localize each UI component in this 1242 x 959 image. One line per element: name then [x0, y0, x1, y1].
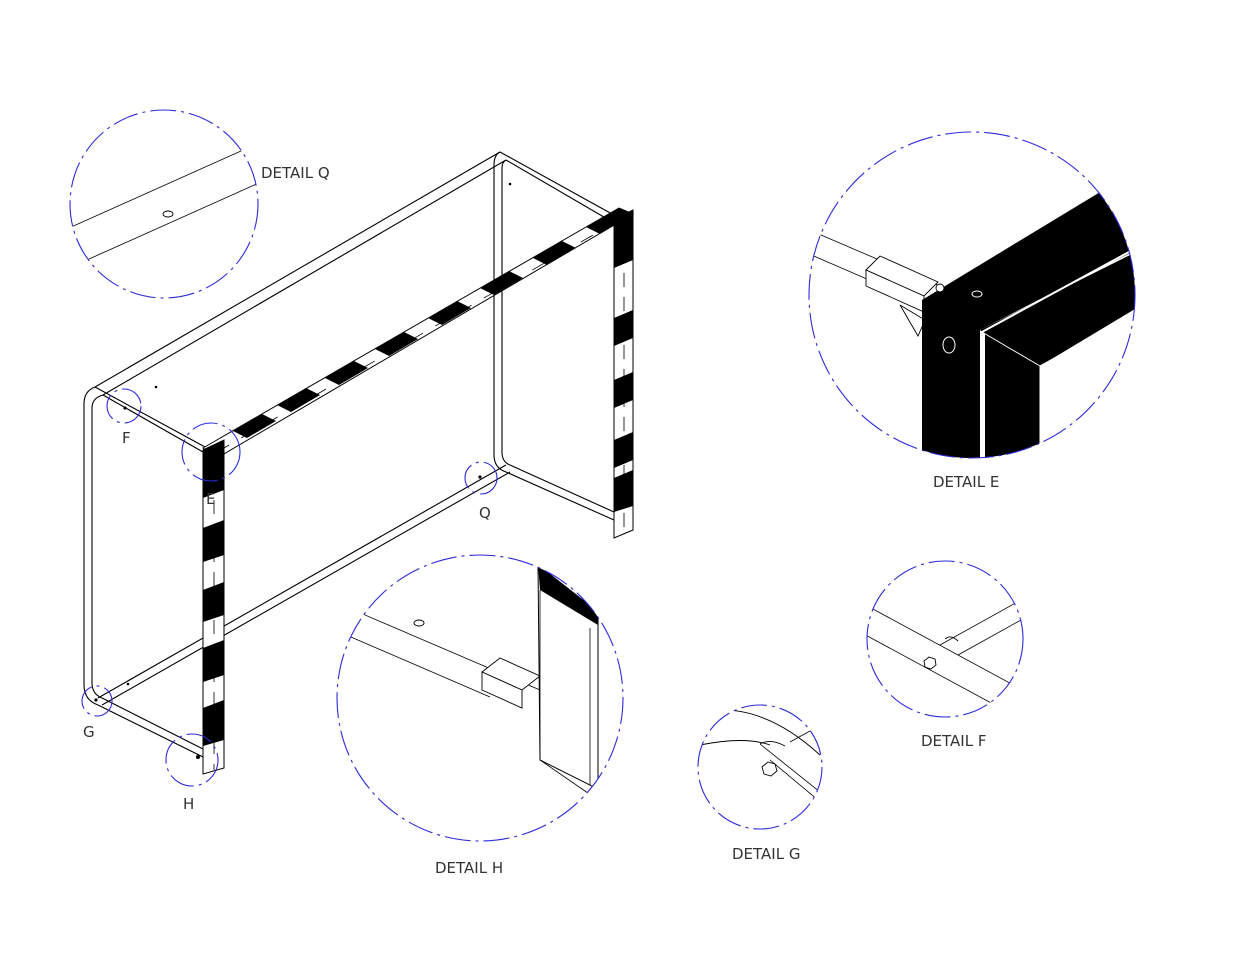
callout-circles [81, 388, 498, 787]
back-top-rail [94, 151, 507, 396]
callout-circle-f[interactable] [106, 388, 142, 424]
callout-circle-g[interactable] [81, 685, 113, 717]
right-top-side-rail [499, 151, 613, 221]
bolt-dots [94, 182, 512, 759]
detail-circle-f [866, 560, 1024, 718]
detail-label-e: DETAIL E [933, 473, 999, 491]
callout-circle-e[interactable] [181, 422, 241, 482]
left-front-post [202, 439, 225, 775]
callout-label-h: H [183, 795, 194, 813]
front-crossbar [202, 207, 635, 459]
callout-label-g: G [83, 723, 95, 741]
detail-q: DETAIL Q [69, 109, 330, 299]
left-back-upright [83, 386, 104, 706]
detail-circle-e [808, 131, 1136, 459]
goal-frame [83, 151, 635, 775]
detail-e: DETAIL E [808, 131, 1136, 491]
detail-label-q: DETAIL Q [261, 164, 330, 182]
callout-circle-q[interactable] [464, 461, 498, 495]
detail-label-g: DETAIL G [732, 845, 800, 863]
detail-circle-h [336, 554, 624, 842]
detail-h: DETAIL H [336, 554, 624, 877]
right-back-upright [493, 151, 511, 473]
detail-circle-q [69, 109, 259, 299]
left-post-stripes [203, 440, 224, 746]
callout-label-f: F [122, 429, 131, 447]
callout-label-e: E [206, 490, 215, 508]
bottom-back-rail [97, 464, 511, 706]
detail-f: DETAIL F [866, 560, 1024, 750]
callout-label-q: Q [479, 504, 491, 522]
left-bottom-side-rail [97, 697, 204, 758]
callout-circle-h[interactable] [165, 733, 219, 787]
right-front-post [613, 209, 634, 539]
detail-label-f: DETAIL F [921, 732, 986, 750]
detail-circle-g [697, 704, 823, 830]
right-post-stripes [614, 210, 633, 512]
detail-g: DETAIL G [697, 704, 823, 863]
left-top-side-rail [94, 386, 206, 453]
detail-label-h: DETAIL H [435, 859, 503, 877]
crossbar-stripes [233, 208, 633, 438]
right-bottom-side-rail [505, 464, 615, 521]
